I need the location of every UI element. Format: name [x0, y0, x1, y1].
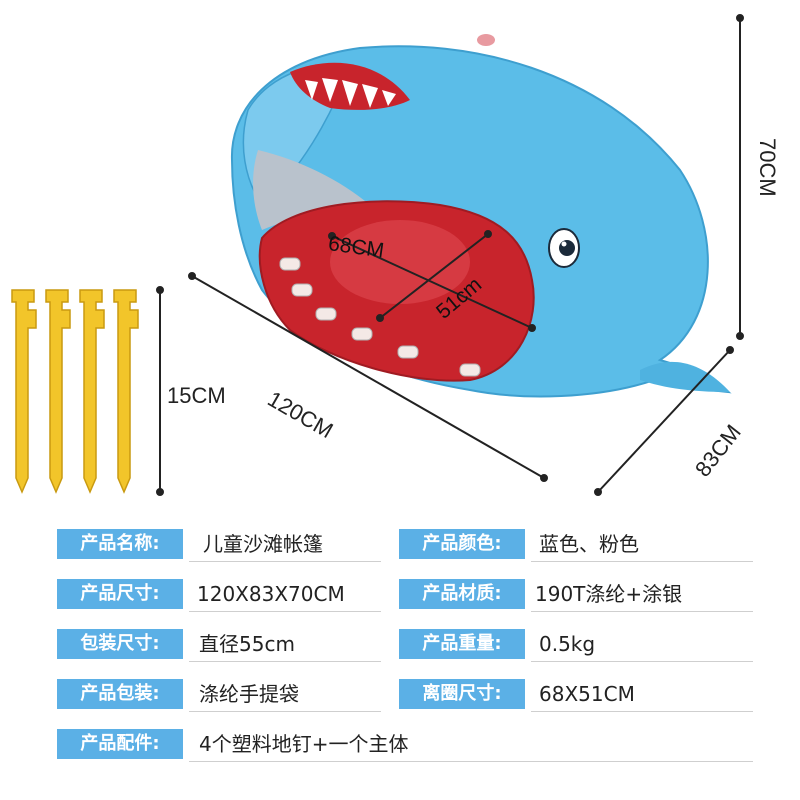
spec-value: 190T涤纶+涂银 [535, 582, 683, 606]
spec-label: 离圈尺寸: [399, 679, 525, 709]
stake-4 [113, 289, 139, 494]
spec-label: 产品尺寸: [57, 579, 183, 609]
spec-value: 120X83X70CM [197, 582, 345, 606]
tent-tail [640, 361, 730, 392]
ground-stakes [11, 289, 139, 494]
spec-value: 0.5kg [539, 632, 596, 656]
stake-3 [79, 289, 105, 494]
stake-1 [11, 289, 37, 494]
tent-lining [253, 150, 370, 230]
tent-eye [548, 228, 580, 268]
spec-row: 产品尺寸: 120X83X70CM 产品材质: 190T涤纶+涂银 [57, 573, 757, 613]
spec-label: 产品配件: [57, 729, 183, 759]
height-label: 70CM [755, 138, 780, 197]
spec-label: 产品重量: [399, 629, 525, 659]
dimension-lines [156, 14, 744, 496]
stake-2 [45, 289, 71, 494]
spec-value: 68X51CM [539, 682, 635, 706]
spec-value: 涤纶手提袋 [199, 682, 299, 706]
spec-label: 产品名称: [57, 529, 183, 559]
spec-row: 包装尺寸: 直径55cm 产品重量: 0.5kg [57, 623, 757, 663]
spec-value: 4个塑料地钉+一个主体 [199, 732, 409, 756]
spec-label: 包装尺寸: [57, 629, 183, 659]
spec-label: 产品材质: [399, 579, 525, 609]
tent-blowhole [477, 34, 495, 46]
stake-length-label: 15CM [167, 383, 226, 408]
spec-value: 儿童沙滩帐篷 [203, 532, 323, 556]
lower-teeth [279, 257, 481, 377]
spec-row: 产品包装: 涤纶手提袋 离圈尺寸: 68X51CM [57, 673, 757, 713]
tent-illustration [11, 14, 744, 496]
spec-row: 产品配件: 4个塑料地钉+一个主体 [57, 723, 757, 763]
spec-label: 产品包装: [57, 679, 183, 709]
spec-value: 直径55cm [199, 632, 295, 656]
upper-teeth [305, 78, 396, 108]
spec-label: 产品颜色: [399, 529, 525, 559]
spec-row: 产品名称: 儿童沙滩帐篷 产品颜色: 蓝色、粉色 [57, 523, 757, 563]
spec-value: 蓝色、粉色 [539, 532, 639, 556]
